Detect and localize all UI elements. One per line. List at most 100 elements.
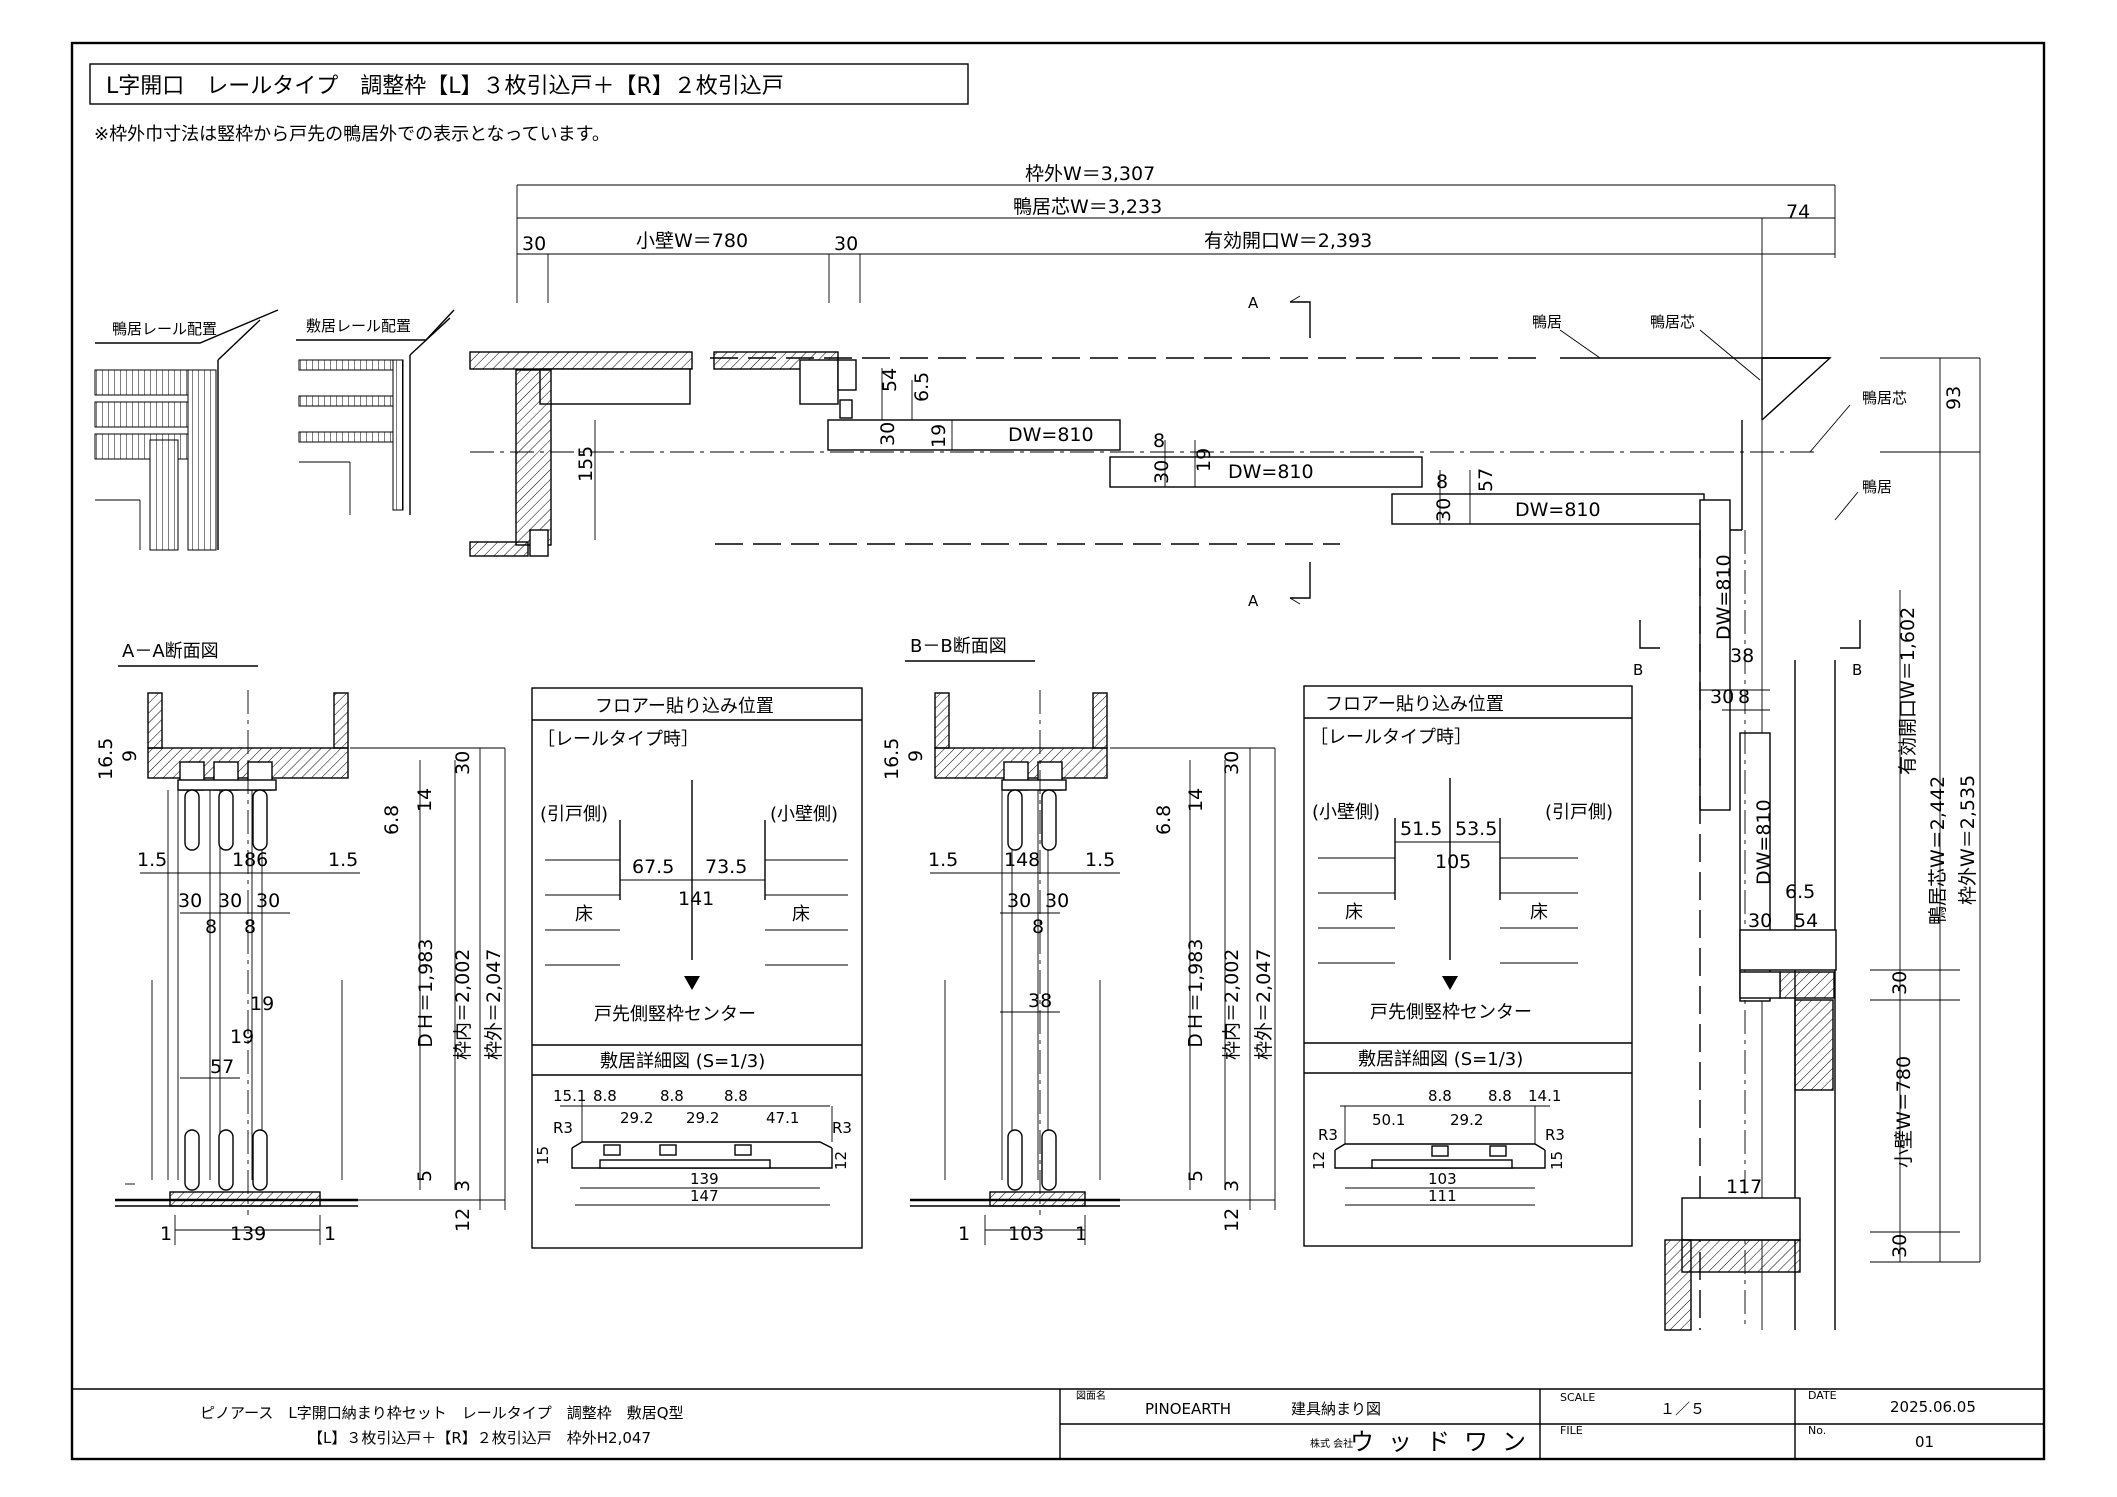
fa-det-8-8b: 8.8: [660, 1087, 684, 1105]
aa-1-l: 1: [160, 1223, 172, 1245]
fa-det-r3-l: R3: [553, 1119, 573, 1137]
fb-left-label: (小壁側): [1312, 802, 1380, 823]
fa-det-r3-r: R3: [832, 1119, 852, 1137]
section-b-left: B: [1633, 661, 1643, 679]
dim-dw-v1: DW=810: [1713, 554, 1735, 640]
aa-dh: ＤＨ＝1,983: [415, 939, 437, 1050]
bb-38: 38: [1028, 990, 1052, 1012]
fa-det-139: 139: [690, 1170, 719, 1188]
fb-det-50-1: 50.1: [1372, 1111, 1405, 1129]
fa-center-label: 戸先側竪枠センター: [594, 1004, 756, 1025]
aa-14: 14: [414, 788, 436, 812]
section-a-top: A: [1248, 294, 1259, 312]
dim-30-8a: 30: [1710, 686, 1734, 708]
aa-30a: 30: [178, 890, 202, 912]
aa-19b: 19: [230, 1026, 254, 1048]
fb-det-111: 111: [1428, 1187, 1457, 1205]
bb-6-8: 6.8: [1153, 805, 1175, 835]
dim-38: 38: [1730, 645, 1754, 667]
fa-det-8-8c: 8.8: [724, 1087, 748, 1105]
bb-1-r: 1: [1075, 1223, 1087, 1245]
fb-det-103: 103: [1428, 1170, 1457, 1188]
sheet-border: [70, 41, 2046, 1461]
tb-company: ウッドワン: [1350, 1428, 1540, 1456]
fa-det-29-2a: 29.2: [620, 1109, 653, 1127]
dim-8a: 8: [1153, 430, 1165, 452]
inset-shikii-rail: 敷居レール配置: [296, 309, 455, 515]
dim-30c: 30: [1433, 498, 1455, 522]
inset-kamoi-rail: 鴨居レール配置: [94, 309, 279, 551]
title-block: ピノアース L字開口納まり枠セット レールタイプ 調整枠 敷居Q型 【L】３枚引…: [72, 1388, 2044, 1459]
bb-14: 14: [1185, 788, 1207, 812]
aa-16-5: 16.5: [95, 738, 117, 780]
section-aa-title: A－A断面図: [122, 641, 219, 662]
fa-left-label: (引戸側): [540, 804, 608, 825]
fb-51-5: 51.5: [1400, 818, 1442, 840]
label-kamoi-center-1: 鴨居芯: [1650, 313, 1695, 331]
aa-1-r: 1: [324, 1223, 336, 1245]
dim-6-5b: 6.5: [1785, 881, 1815, 903]
dim-19b: 19: [1193, 448, 1215, 472]
bb-12: 12: [1221, 1208, 1243, 1232]
aa-8a: 8: [205, 916, 217, 938]
bb-5: 5: [1185, 1170, 1207, 1182]
aa-30c: 30: [256, 890, 280, 912]
aa-57: 57: [210, 1056, 234, 1078]
fb-det-r3-r: R3: [1545, 1126, 1565, 1144]
aa-139: 139: [230, 1223, 266, 1245]
dim-54: 54: [879, 368, 901, 392]
tb-drawing-name: PINOEARTH 建具納まり図: [1145, 1400, 1381, 1418]
fb-right-label: (引戸側): [1545, 802, 1613, 823]
fa-det-15: 15: [534, 1146, 552, 1165]
section-bb-title: B－B断面図: [910, 636, 1007, 657]
dim-30-b: 30: [1748, 910, 1772, 932]
fb-det-15: 15: [1548, 1151, 1566, 1170]
fb-det-r3-l: R3: [1318, 1126, 1338, 1144]
fa-subtitle: ［レールタイプ時］: [537, 729, 699, 750]
tb-scale-label: SCALE: [1560, 1391, 1595, 1404]
floor-box-b: フロアー貼り込み位置 ［レールタイプ時］ (小壁側) (引戸側) 51.5 53…: [1303, 685, 1633, 1247]
bb-103: 103: [1008, 1223, 1044, 1245]
fa-detail-title: 敷居詳細図 (S=1/3): [600, 1051, 765, 1072]
fa-det-15-1: 15.1: [553, 1087, 586, 1105]
aa-186: 186: [232, 849, 268, 871]
fa-right-label: (小壁側): [770, 804, 838, 825]
fa-title: フロアー貼り込み位置: [595, 696, 774, 717]
dim-v-outer: 枠外W＝2,535: [1957, 775, 1979, 905]
bb-1-l: 1: [958, 1223, 970, 1245]
aa-3: 3: [452, 1180, 474, 1192]
fb-center-label: 戸先側竪枠センター: [1370, 1002, 1532, 1023]
dim-54-b: 54: [1794, 910, 1818, 932]
fb-53-5: 53.5: [1455, 818, 1497, 840]
fb-title: フロアー貼り込み位置: [1325, 694, 1504, 715]
inset-kamoi-rail-title: 鴨居レール配置: [112, 320, 217, 338]
fb-det-8-8b: 8.8: [1488, 1087, 1512, 1105]
bb-1-5-l: 1.5: [928, 849, 958, 871]
fb-det-12: 12: [1310, 1151, 1328, 1170]
dim-30a: 30: [877, 422, 899, 446]
dim-small-wall-w: 小壁W＝780: [636, 230, 748, 252]
dim-93: 93: [1943, 386, 1965, 410]
dim-effective-w: 有効開口W＝2,393: [1204, 230, 1372, 252]
tb-desc-line1: ピノアース L字開口納まり枠セット レールタイプ 調整枠 敷居Q型: [200, 1404, 684, 1422]
tb-no: 01: [1915, 1433, 1934, 1451]
fb-det-14-1: 14.1: [1528, 1087, 1561, 1105]
bb-3: 3: [1221, 1180, 1243, 1192]
tb-desc-line2: 【L】３枚引込戸＋【R】２枚引込戸 枠外H2,047: [308, 1429, 651, 1447]
dim-19a: 19: [928, 424, 950, 448]
aa-5: 5: [414, 1170, 436, 1182]
dim-155: 155: [575, 446, 597, 482]
bb-30b: 30: [1045, 890, 1069, 912]
bb-148: 148: [1004, 849, 1040, 871]
aa-outer: 枠外＝2,047: [483, 949, 505, 1060]
section-a-bot: A: [1248, 592, 1259, 610]
fb-subtitle: ［レールタイプ時］: [1310, 727, 1472, 748]
inset-shikii-rail-title: 敷居レール配置: [306, 317, 411, 335]
header: L字開口 レールタイプ 調整枠【L】３枚引込戸＋【R】２枚引込戸 ※枠外巾寸法は…: [89, 63, 969, 145]
fa-det-12: 12: [832, 1151, 850, 1170]
dim-8b: 8: [1436, 471, 1448, 493]
dim-v-30-top: 30: [1889, 971, 1911, 995]
dim-v-30-bot: 30: [1889, 1234, 1911, 1258]
plan-door-2: [1109, 456, 1423, 488]
